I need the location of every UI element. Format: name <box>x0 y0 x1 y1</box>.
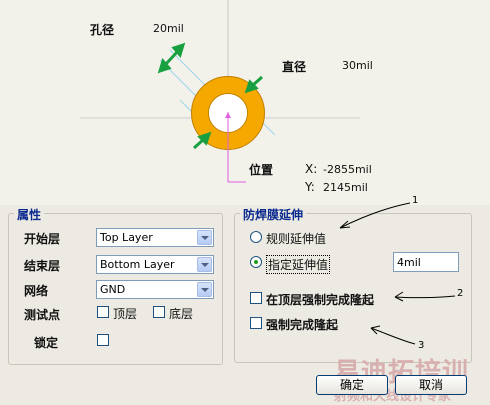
via-preview-drawing <box>80 0 360 183</box>
properties-group <box>8 213 223 365</box>
chevron-down-icon[interactable] <box>197 257 212 272</box>
annotation-3: 3 <box>418 340 425 351</box>
diameter-value: 30mil <box>342 59 373 72</box>
testpoint-bottom-label: 底层 <box>169 307 194 321</box>
ok-button[interactable]: 确定 <box>316 375 388 395</box>
force-tented-label: 强制完成隆起 <box>266 318 339 332</box>
net-value: GND <box>100 283 126 296</box>
net-select[interactable]: GND <box>96 280 214 299</box>
testpoint-label: 测试点 <box>24 308 61 322</box>
diameter-arrow-top <box>244 75 264 94</box>
specified-expansion-radio[interactable] <box>250 256 262 268</box>
annotation-2: 2 <box>457 288 464 299</box>
solder-mask-group <box>234 213 472 363</box>
cancel-button[interactable]: 取消 <box>395 375 467 395</box>
testpoint-top-checkbox[interactable] <box>97 306 109 318</box>
solder-mask-group-title: 防焊膜延伸 <box>240 206 307 223</box>
hole-size-label: 孔径 <box>90 23 115 37</box>
start-layer-value: Top Layer <box>100 231 153 244</box>
force-tented-top-checkbox[interactable] <box>250 292 262 304</box>
expansion-value: 4mil <box>397 256 421 269</box>
rule-expansion-radio[interactable] <box>250 231 262 243</box>
chevron-down-icon[interactable] <box>197 230 212 245</box>
locked-checkbox[interactable] <box>97 334 109 346</box>
location-label: 位置 <box>249 163 274 177</box>
start-layer-label: 开始层 <box>24 232 61 246</box>
testpoint-top-label: 顶层 <box>113 307 138 321</box>
hole-size-value: 20mil <box>153 22 184 35</box>
locked-label: 锁定 <box>34 336 59 350</box>
force-tented-checkbox[interactable] <box>250 317 262 329</box>
x-value: -2855mil <box>323 163 372 176</box>
end-layer-label: 结束层 <box>24 259 61 273</box>
properties-group-title: 属性 <box>14 206 45 223</box>
annotation-1: 1 <box>412 195 419 206</box>
net-label: 网络 <box>24 284 49 298</box>
diameter-arrow-bottom <box>192 131 212 150</box>
y-label: Y: <box>305 180 315 194</box>
chevron-down-icon[interactable] <box>197 282 212 297</box>
y-value: 2145mil <box>323 181 368 194</box>
end-layer-value: Bottom Layer <box>100 258 175 271</box>
x-label: X: <box>305 162 318 176</box>
rule-expansion-label: 规则延伸值 <box>266 232 327 246</box>
diameter-label: 直径 <box>282 60 307 74</box>
hole-size-arrow <box>157 42 186 74</box>
specified-expansion-label: 指定延伸值 <box>266 255 331 274</box>
testpoint-bottom-checkbox[interactable] <box>153 306 165 318</box>
end-layer-select[interactable]: Bottom Layer <box>96 255 214 274</box>
start-layer-select[interactable]: Top Layer <box>96 228 214 247</box>
expansion-value-input[interactable]: 4mil <box>393 252 459 272</box>
force-tented-top-label: 在顶层强制完成隆起 <box>266 293 375 307</box>
via-preview-panel: 孔径 20mil 直径 30mil 位置 X: -2855mil Y: 2145… <box>80 0 373 194</box>
